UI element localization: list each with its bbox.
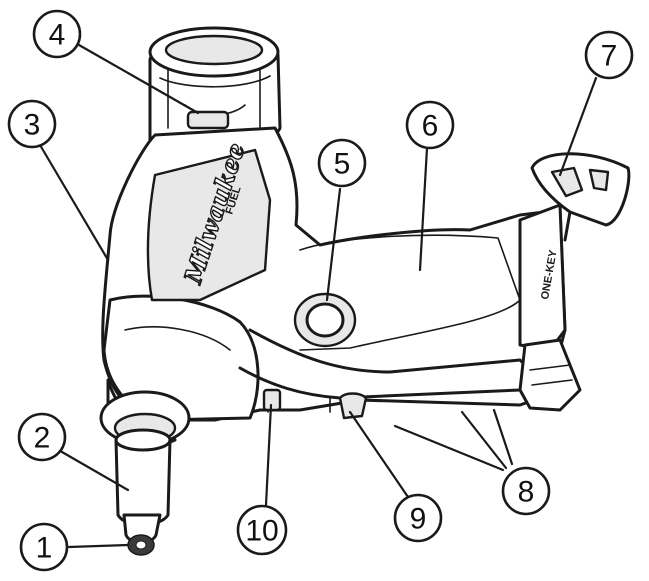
- leader-8a: [393, 424, 505, 472]
- leader-8b: [460, 410, 508, 470]
- callout-2: 2: [17, 412, 67, 462]
- callout-9: 9: [393, 493, 443, 543]
- leader-8c: [492, 408, 514, 466]
- svg-text:3: 3: [24, 109, 41, 142]
- callout-6: 6: [405, 100, 455, 150]
- leader-5: [325, 187, 342, 302]
- trigger: [338, 392, 368, 420]
- callout-8: 8: [501, 466, 551, 516]
- leader-2: [60, 450, 130, 492]
- callout-3: 3: [7, 99, 57, 149]
- svg-text:2: 2: [34, 422, 51, 455]
- svg-text:6: 6: [422, 110, 439, 143]
- direction-switch: [262, 388, 282, 412]
- callouts: 1 2 3 4 5 6 7 8: [7, 9, 634, 572]
- motor-housing: [148, 26, 282, 151]
- leader-lines: [38, 43, 598, 549]
- leader-4: [77, 43, 200, 115]
- leader-10: [264, 403, 273, 507]
- leader-3: [38, 143, 110, 262]
- svg-text:1: 1: [36, 532, 53, 565]
- nose-assembly: [99, 378, 191, 556]
- rivet-tool-illustration: Milwaukee FUEL: [99, 26, 631, 556]
- svg-text:4: 4: [49, 19, 66, 52]
- battery-pack: ONE-KEY: [518, 203, 582, 412]
- leader-9: [348, 410, 410, 499]
- callout-10: 10: [236, 504, 288, 556]
- callout-7: 7: [584, 30, 634, 80]
- leader-1: [67, 543, 130, 549]
- svg-text:9: 9: [410, 503, 427, 536]
- svg-text:10: 10: [245, 515, 278, 548]
- hang-hook: [530, 152, 631, 242]
- callout-5: 5: [317, 138, 367, 188]
- leader-7: [558, 76, 598, 177]
- tool-body: Milwaukee FUEL: [101, 126, 567, 422]
- callout-4: 4: [32, 9, 82, 59]
- leader-6: [418, 146, 429, 272]
- callout-1: 1: [19, 522, 69, 572]
- svg-text:8: 8: [518, 476, 535, 509]
- svg-text:5: 5: [334, 148, 351, 181]
- svg-text:7: 7: [601, 40, 618, 73]
